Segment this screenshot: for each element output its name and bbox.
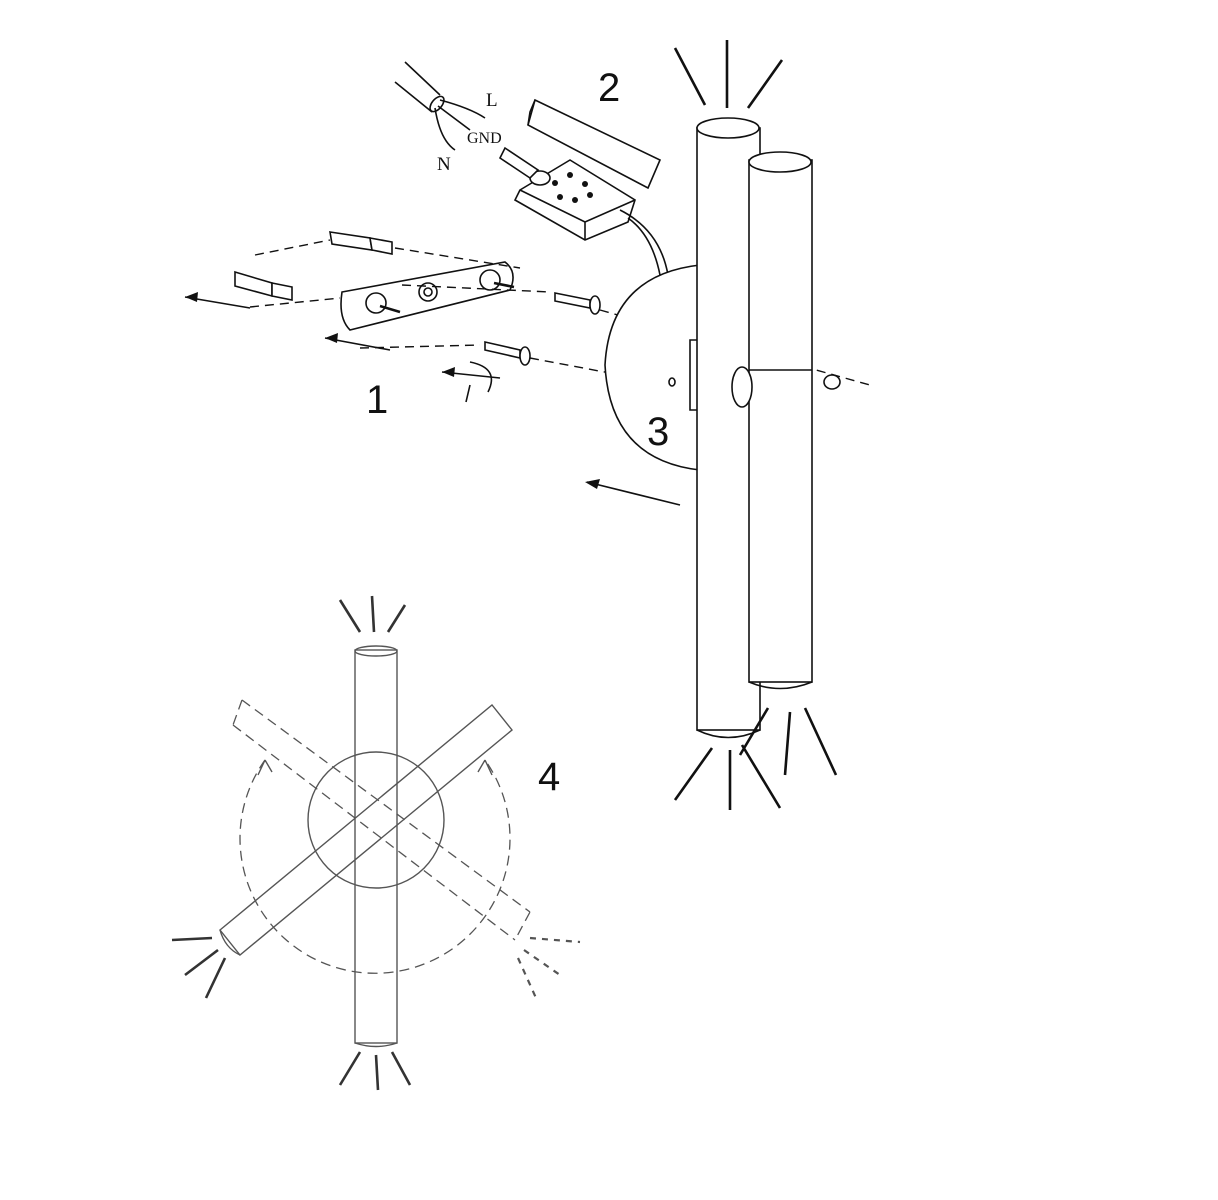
wire-live-label: L	[486, 90, 498, 111]
wall-plugs	[234, 231, 393, 301]
light-tube-back	[731, 151, 813, 690]
wire-neutral-label: N	[437, 154, 451, 175]
step-4-label: 4	[538, 755, 561, 799]
step-1-label: 1	[366, 378, 389, 422]
wire-ground-label: GND	[467, 130, 502, 147]
mains-cable	[394, 61, 486, 151]
light-rays	[673, 40, 838, 810]
screws	[484, 292, 601, 366]
junction-box	[498, 98, 669, 276]
rotation-diagram	[171, 595, 581, 1091]
step-2-label: 2	[598, 66, 621, 110]
mounting-bracket	[340, 261, 515, 331]
step-3-label: 3	[647, 410, 670, 454]
